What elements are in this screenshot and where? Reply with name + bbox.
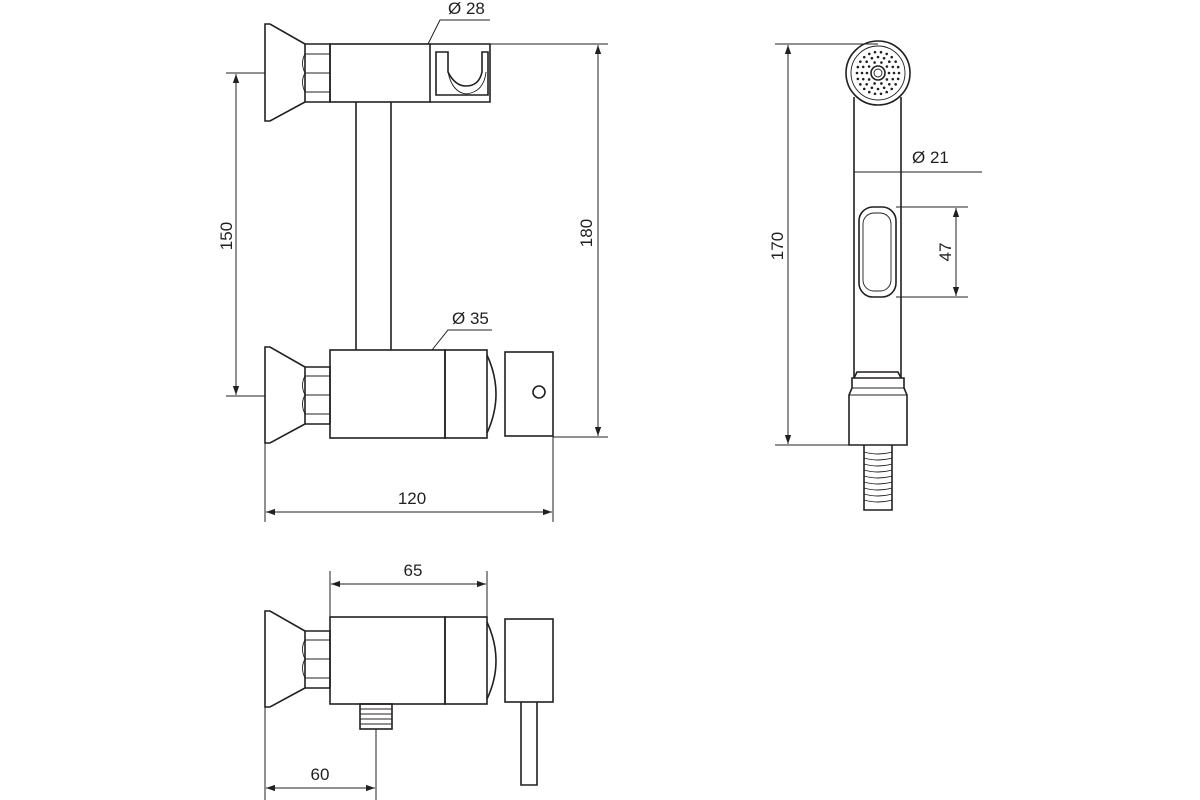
nozzle-dot [861,65,865,69]
dim-head-diameter: Ø 21 [912,148,949,167]
dim-body-diameter: Ø 35 [452,309,489,328]
nozzle-dot [876,87,880,91]
nozzle-dot [882,86,886,90]
nozzle-dot [890,87,894,91]
shower-handle [848,97,908,446]
dim-bracket-diameter: Ø 28 [448,0,485,18]
nozzle-dot [861,77,865,81]
front-view: Ø 28 Ø 35 150 180 120 [217,0,608,522]
nozzle-dot [896,77,900,81]
nozzle-dot [870,56,874,60]
nozzle-dot [885,65,889,68]
nozzle-dot [865,71,869,75]
nozzle-dot [890,55,894,59]
top-bracket [329,43,491,103]
hand-shower-view: 170 Ø 21 47 [768,40,982,511]
nozzle-dot [892,71,896,75]
dim-height-total: 180 [577,219,596,247]
nozzle-dot [894,60,897,63]
nozzle-dot [859,60,862,63]
side-view: 65 60 [264,561,554,800]
nozzle-dot [873,50,877,54]
nozzle-dot [885,90,889,94]
nozzle-dot [855,71,859,75]
dim-outlet-offset: 60 [311,765,330,784]
nozzle-dot [880,82,883,85]
hose-rib [863,469,893,473]
nozzle-dot [873,82,876,85]
nozzle-dot [862,55,866,59]
dim-button-length: 47 [936,243,955,262]
nozzle-dot [888,60,891,63]
nozzle-dot [885,78,889,81]
nozzle-dot [896,65,900,69]
dim-width-total: 120 [398,489,426,508]
nozzle-dot [867,52,871,56]
outlet-thread [359,703,393,730]
nozzle-dot [882,56,886,60]
nozzle-dot [894,83,897,86]
nozzle-dot [885,52,889,56]
nozzle-dot [865,83,868,86]
nozzle-dot [876,55,880,59]
hose-rib [863,475,893,479]
nozzle-dot [870,86,874,90]
nozzle-dot [880,61,883,64]
nozzle-dot [867,90,871,94]
dim-hose-length: 170 [768,232,787,260]
nozzle-dot [867,65,871,68]
nozzle-dot [887,71,891,75]
dim-height-pipe: 150 [217,222,236,250]
nozzle-dot [867,78,871,81]
shower-head [845,40,911,106]
nozzle-dot [897,71,901,75]
hose-rib [863,499,893,503]
nozzle-dot [859,83,862,86]
side-wall-flange [264,610,331,708]
nozzle-dot [879,92,883,96]
mixer-body [329,349,554,439]
top-wall-flange [264,23,331,122]
nozzle-dot [873,61,876,64]
side-mixer-body [329,616,554,705]
nozzle-pattern [855,50,901,96]
nozzle-dot [873,92,877,96]
hose [863,445,893,511]
hose-rib [863,451,893,455]
nozzle-dot [891,77,895,81]
nozzle-dot [856,77,860,81]
nozzle-dot [891,65,895,69]
dim-body-length: 65 [404,561,423,580]
nozzle-dot [856,65,860,69]
nozzle-dot [860,71,864,75]
hose-rib [863,481,893,485]
hose-rib [863,487,893,491]
hose-ribs [863,451,893,503]
nozzle-dot [888,83,891,86]
nozzle-dot [879,50,883,54]
nozzle-dot [865,60,868,63]
lever-handle [520,702,538,786]
hose-rib [863,463,893,467]
hose-rib [863,457,893,461]
vertical-pipe [355,102,392,350]
nozzle-dot [862,87,866,91]
bottom-wall-flange [264,346,331,444]
hose-rib [863,493,893,497]
